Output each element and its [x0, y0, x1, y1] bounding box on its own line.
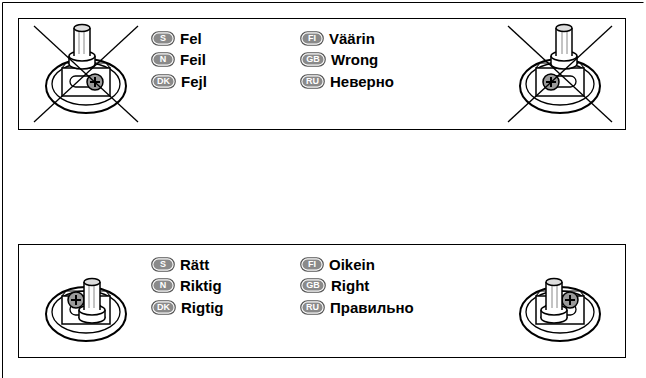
language-code: S: [160, 34, 166, 43]
verdict-word: Right: [331, 278, 369, 293]
verdict-word: Rigtig: [181, 300, 224, 315]
language-code: N: [160, 281, 167, 290]
language-badge: S: [151, 31, 175, 46]
language-code: DK: [157, 77, 170, 86]
language-code: GB: [306, 55, 320, 64]
verdict-word: Неверно: [330, 74, 394, 89]
language-badge: FI: [300, 257, 324, 272]
language-code: N: [160, 55, 167, 64]
language-badge: DK: [151, 300, 176, 315]
verdict-word: Fejl: [181, 74, 207, 89]
language-code: FI: [308, 34, 316, 43]
verdict-word: Feil: [180, 52, 206, 67]
language-code: RU: [306, 77, 319, 86]
language-badge: GB: [300, 278, 326, 293]
language-badge: S: [151, 257, 175, 272]
language-badge: RU: [300, 74, 325, 89]
wrong-mount-figure: [34, 25, 138, 123]
verdict-word: Fel: [180, 31, 202, 46]
right-mount-figure: [520, 279, 600, 342]
language-code: S: [160, 260, 166, 269]
verdict-word: Rätt: [180, 257, 209, 272]
language-badge: GB: [300, 52, 326, 67]
language-code: FI: [308, 260, 316, 269]
verdict-word: Wrong: [331, 52, 378, 67]
notice-panel: S N DK FI GB RU FelFeilFejl VäärinWrongНеверно: [18, 18, 626, 130]
language-badge: DK: [151, 74, 176, 89]
verdict-word: Riktig: [180, 278, 222, 293]
verdict-word: Väärin: [329, 31, 375, 46]
language-code: DK: [157, 303, 170, 312]
language-badge: N: [151, 278, 175, 293]
language-badge: RU: [300, 300, 325, 315]
notice-panel: S N DK FI GB RU RättRiktigRigtig OikeinRightПра…: [18, 244, 626, 358]
right-mount-figure: [46, 279, 126, 342]
outer-frame: [3, 3, 644, 378]
language-badge: N: [151, 52, 175, 67]
language-code: GB: [306, 281, 320, 290]
language-badge: FI: [300, 31, 324, 46]
verdict-word: Правильно: [330, 300, 414, 315]
verdict-word: Oikein: [329, 257, 375, 272]
wrong-mount-figure: [508, 25, 612, 123]
language-code: RU: [306, 303, 319, 312]
